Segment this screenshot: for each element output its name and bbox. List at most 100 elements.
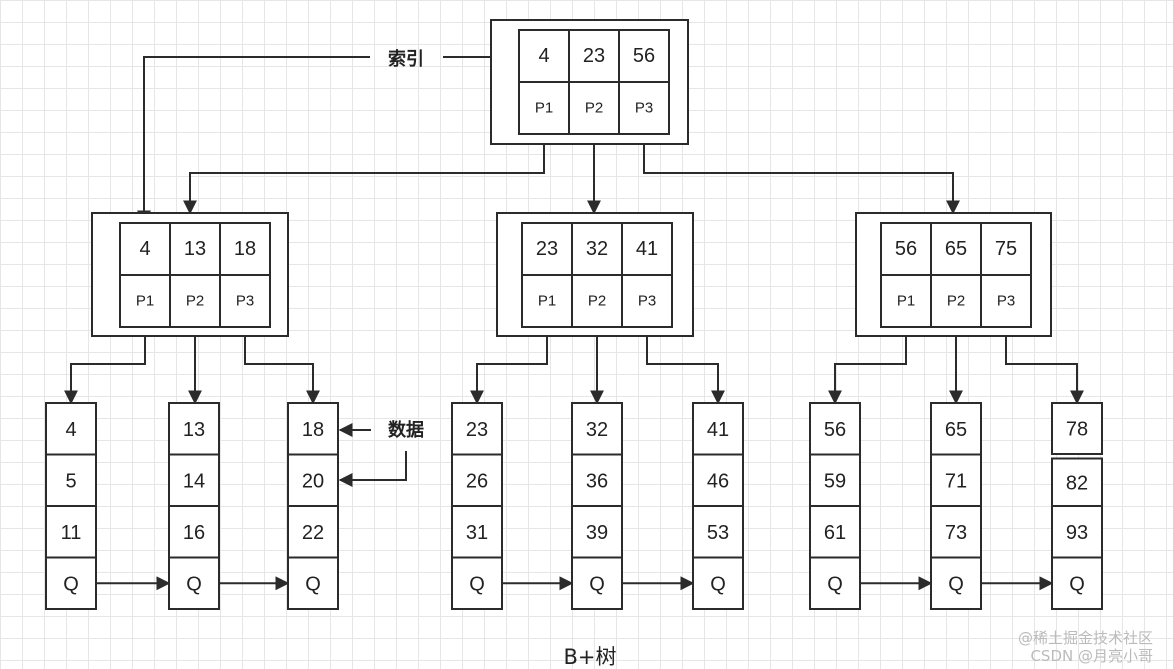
label-layer: 索引 数据 B+树 @稀土掘金技术社区 CSDN @月亮小哥 [388,48,1153,669]
internal-2-p1-arrow [470,327,548,405]
leaf-value-text: 93 [1066,522,1088,544]
leaf-next-text: Q [63,573,79,595]
internal-3-p3-arrow [1005,327,1084,405]
leaf-next-text: Q [948,573,964,595]
pointer-text: P3 [638,293,656,310]
leaf-value-cell [1051,505,1103,559]
key-text: 23 [583,45,605,67]
leaf-value-text: 23 [466,419,488,441]
leaf-value-cell [45,453,97,507]
leaf-value-text: 82 [1066,472,1088,494]
leaf-next-text: Q [589,573,605,595]
leaf-next-cell [809,556,861,610]
leaf-value-text: 26 [466,470,488,492]
key-text: 75 [995,238,1017,260]
pointer-text: P1 [136,293,154,310]
leaf-value-cell [809,402,861,456]
key-cell [219,222,271,276]
pointer-cell [568,81,620,135]
pointer-text: P1 [535,100,553,117]
key-text: 23 [536,238,558,260]
leaf-value-text: 5 [65,470,76,492]
leaf-value-cell [451,453,503,507]
index-pointer-arrow-left [137,56,370,225]
leaf-value-cell [451,505,503,559]
leaf-next-text: Q [827,573,843,595]
pointer-cell [930,274,982,328]
pointer-cell [521,274,573,328]
pointer-text: P2 [585,100,603,117]
leaf-value-text: 61 [824,522,846,544]
leaf-value-text: 71 [945,470,967,492]
pointer-cell [621,274,673,328]
leaf-value-text: 36 [586,470,608,492]
pointer-text: P2 [186,293,204,310]
leaf-next-cell [45,556,97,610]
key-text: 18 [234,238,256,260]
leaf-value-text: 18 [302,419,324,441]
leaf-value-text: 13 [183,419,205,441]
pointer-cell [618,81,670,135]
key-text: 65 [945,238,967,260]
leaf-value-text: 73 [945,522,967,544]
pointer-cell [980,274,1032,328]
leaf-value-text: 16 [183,522,205,544]
pointer-text: P1 [538,293,556,310]
leaf-value-cell [168,402,220,456]
leaf-value-text: 41 [707,419,729,441]
leaf-value-text: 4 [65,419,76,441]
leaf-next-text: Q [469,573,485,595]
connector-layer [64,50,1084,591]
key-text: 13 [184,238,206,260]
leaf-value-cell [692,505,744,559]
leaf-value-text: 65 [945,419,967,441]
internal-2-p3-arrow [646,327,725,405]
watermark-text-2: CSDN @月亮小哥 [1030,647,1153,665]
pointer-text: P1 [897,293,915,310]
diagram-caption: B+树 [563,645,616,669]
pointer-cell [169,274,221,328]
pointer-text: P2 [947,293,965,310]
key-text: 4 [538,45,549,67]
pointer-text: P2 [588,293,606,310]
leaf-next-cell [571,556,623,610]
leaf-value-text: 53 [707,522,729,544]
leaf-value-cell [930,402,982,456]
leaf-next-cell [930,556,982,610]
leaf-next-text: Q [1069,573,1085,595]
watermark-text: @稀土掘金技术社区 [1018,629,1153,647]
leaf-next-cell [168,556,220,610]
leaf-value-cell [168,505,220,559]
leaf-value-cell [809,505,861,559]
pointer-text: P3 [997,293,1015,310]
pointer-text: P3 [635,100,653,117]
key-text: 56 [895,238,917,260]
leaf-value-text: 39 [586,522,608,544]
leaf-node-8: 65 71 73Q [930,402,982,610]
leaf-value-cell [1051,402,1103,455]
key-cell [621,222,673,276]
key-cell [980,222,1032,276]
leaf-next-cell [692,556,744,610]
key-text: 41 [636,238,658,260]
index-label: 索引 [388,48,424,70]
internal-3-p1-arrow [828,327,907,405]
key-text: 4 [139,238,150,260]
leaf-value-text: 31 [466,522,488,544]
pointer-text: P3 [236,293,254,310]
leaf-value-cell [571,453,623,507]
leaf-value-text: 46 [707,470,729,492]
leaf-value-cell [45,402,97,456]
key-text: 32 [586,238,608,260]
leaf-next-cell [1051,556,1103,610]
leaf-value-cell [45,505,97,559]
